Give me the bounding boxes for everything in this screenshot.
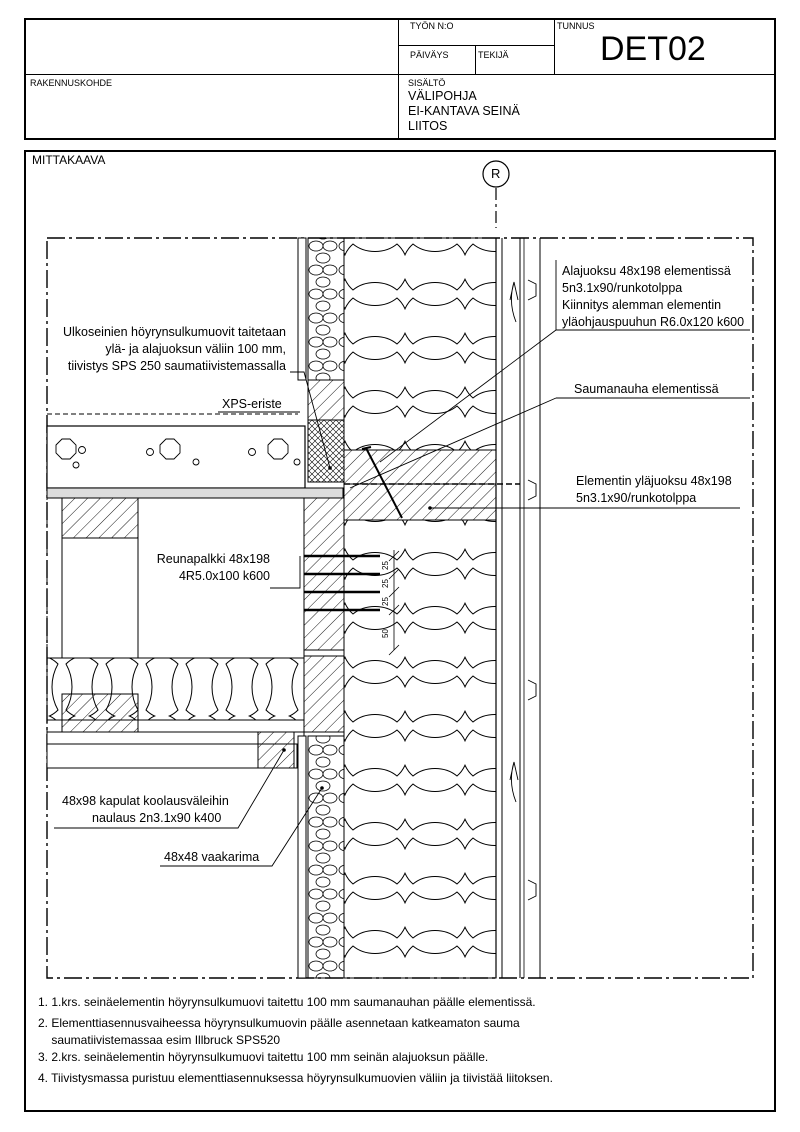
note-3: 3. 2.krs. seinäelementin höyrynsulkumuov…: [38, 1050, 489, 1064]
paivays-label: PÄIVÄYS: [410, 50, 449, 60]
tyon-no-label: TYÖN N:O: [410, 21, 454, 31]
tunnus-label: TUNNUS: [557, 21, 595, 31]
callout-ulkoseinien-1: Ulkoseinien höyrynsulkumuovit taitetaan: [62, 325, 286, 339]
dimension-4: 50: [381, 629, 390, 638]
scale-label: MITTAKAAVA: [32, 153, 106, 167]
tekija-label: TEKIJÄ: [478, 50, 509, 60]
callout-ulkoseinien-2: ylä- ja alajuoksun väliin 100 mm,: [105, 342, 286, 356]
title-block-divider-v1: [398, 18, 399, 140]
grid-axis-bubble: [482, 160, 510, 188]
callout-xps: XPS-eriste: [222, 397, 282, 411]
callout-alajuoksu-2: 5n3.1x90/runkotolppa: [562, 281, 683, 295]
content-line-1: VÄLIPOHJA: [408, 89, 477, 103]
note-2: 2. Elementtiasennusvaiheessa höyrynsulku…: [38, 1016, 520, 1030]
title-block: [24, 18, 776, 140]
grid-axis-label: R: [491, 166, 501, 181]
callout-reunapalkki-2: 4R5.0x100 k600: [178, 569, 270, 583]
callout-kapulat-2: naulaus 2n3.1x90 k400: [92, 811, 222, 825]
callout-alajuoksu-1: Alajuoksu 48x198 elementissä: [562, 264, 731, 278]
title-block-divider-v3: [475, 45, 476, 75]
callout-ylajuoksu-2: 5n3.1x90/runkotolppa: [576, 491, 697, 505]
sisalto-label: SISÄLTÖ: [408, 78, 446, 88]
drawing-frame: [24, 150, 776, 1112]
content-line-3: LIITOS: [408, 119, 448, 133]
dimension-2: 25: [381, 579, 390, 588]
callout-kapulat-1: 48x98 kapulat koolausväleihin: [62, 794, 229, 808]
title-block-divider-h: [24, 74, 776, 75]
title-block-divider-h2: [398, 45, 554, 46]
callout-alajuoksu-4: yläohjauspuuhun R6.0x120 k600: [562, 315, 745, 329]
callout-reunapalkki-1: Reunapalkki 48x198: [156, 552, 270, 566]
callout-saumanauha: Saumanauha elementissä: [574, 382, 719, 396]
callout-alajuoksu-3: Kiinnitys alemman elementin: [562, 298, 722, 312]
note-4: 4. Tiivistysmassa puristuu elementtiasen…: [38, 1071, 553, 1085]
dimension-1: 25: [381, 561, 390, 570]
callout-vaakarima: 48x48 vaakarima: [164, 850, 260, 864]
title-block-divider-v2: [554, 18, 555, 75]
drawing-code: DET02: [600, 30, 706, 68]
dimension-3: 25: [381, 597, 390, 606]
callout-ylajuoksu-1: Elementin yläjuoksu 48x198: [576, 474, 732, 488]
rakennuskohde-label: RAKENNUSKOHDE: [30, 78, 113, 88]
note-2-cont: saumatiivistemassaa esim Illbruck SPS520: [38, 1033, 281, 1047]
callout-ulkoseinien-3: tiivistys SPS 250 saumatiivistemassalla: [67, 359, 286, 373]
note-1: 1. 1.krs. seinäelementin höyrynsulkumuov…: [38, 995, 536, 1009]
content-line-2: EI-KANTAVA SEINÄ: [408, 104, 520, 118]
